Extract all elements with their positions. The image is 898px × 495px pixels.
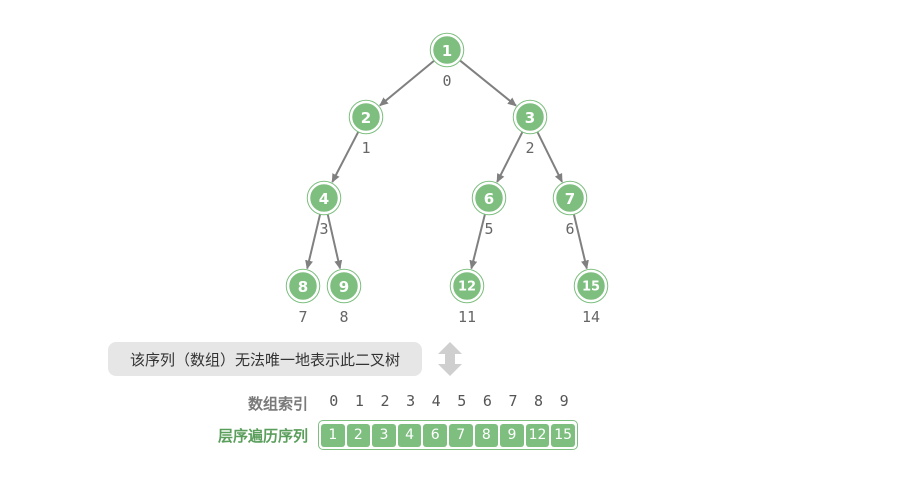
- array-index-cell: 0: [329, 392, 339, 410]
- array-value-cell: 9: [500, 423, 524, 447]
- node-index: 5: [484, 220, 493, 238]
- tree-edge: [572, 214, 589, 270]
- ambiguity-note: 该序列（数组）无法唯一地表示此二叉树: [108, 342, 422, 376]
- tree-node: 21: [348, 99, 384, 157]
- node-circle: [307, 181, 341, 215]
- array-value-cell: 2: [346, 423, 371, 447]
- tree-edge: [469, 214, 486, 270]
- node-outline: [306, 180, 342, 216]
- node-outline: [326, 268, 362, 304]
- tree-edge: [496, 131, 524, 183]
- node-index: 3: [319, 220, 328, 238]
- node-circle: [327, 269, 361, 303]
- tree-edge: [326, 214, 343, 270]
- level-order-sequence-label: 层序遍历序列: [217, 427, 308, 445]
- node-index: 14: [582, 308, 600, 326]
- array-value-cell: 8: [474, 423, 499, 447]
- node-outline: [512, 99, 548, 135]
- array-index-cell: 7: [508, 392, 518, 410]
- node-index: 11: [458, 308, 476, 326]
- node-value: 4: [319, 190, 329, 208]
- array-value-cell: 6: [423, 423, 447, 447]
- array-value-cell: 4: [397, 423, 422, 447]
- double-arrow-icon: [438, 342, 462, 376]
- node-index: 8: [339, 308, 348, 326]
- node-value: 12: [458, 280, 476, 295]
- array-index-cell: 8: [534, 392, 544, 410]
- node-circle: [349, 100, 383, 134]
- array-index-cell: 9: [559, 392, 569, 410]
- tree-edge: [379, 60, 435, 107]
- array-index-cell: 2: [380, 392, 390, 410]
- array-index-cell: 6: [482, 392, 492, 410]
- node-index: 0: [442, 72, 451, 90]
- node-value: 6: [484, 190, 494, 208]
- node-value: 2: [361, 109, 371, 127]
- node-circle: [513, 100, 547, 134]
- array-index-label: 数组索引: [247, 395, 308, 413]
- tree-edge: [536, 131, 563, 183]
- node-value: 3: [525, 109, 535, 127]
- array-index-cell: 3: [406, 392, 416, 410]
- tree-edge: [459, 59, 517, 107]
- tree-node: 12 11: [449, 268, 485, 326]
- node-value: 9: [339, 278, 349, 296]
- array-index-cell: 1: [354, 392, 364, 410]
- ambiguity-note-text: 该序列（数组）无法唯一地表示此二叉树: [129, 350, 400, 369]
- array-value-cell: 12: [525, 423, 550, 447]
- node-circle: [472, 181, 506, 215]
- array-value-cell: 3: [372, 423, 396, 447]
- node-index: 1: [361, 139, 370, 157]
- node-outline: [471, 180, 507, 216]
- node-outline: [573, 268, 609, 304]
- tree-node: 32: [512, 99, 548, 157]
- node-value: 8: [298, 278, 308, 296]
- node-outline: [429, 32, 465, 68]
- tree-node: 65: [471, 180, 507, 238]
- tree-node: 10: [429, 32, 465, 90]
- tree-edge: [331, 131, 360, 183]
- node-circle: [450, 269, 484, 303]
- tree-node: 87: [285, 268, 321, 326]
- node-value: 1: [442, 42, 452, 60]
- node-circle: [286, 269, 320, 303]
- node-outline: [552, 180, 588, 216]
- node-circle: [553, 181, 587, 215]
- node-value: 15: [582, 280, 600, 295]
- node-index: 6: [565, 220, 574, 238]
- array-index-cell: 5: [457, 392, 467, 410]
- tree-node: 43: [306, 180, 342, 238]
- tree-edges: [305, 59, 589, 270]
- tree-node: 76: [552, 180, 588, 238]
- node-index: 7: [298, 308, 307, 326]
- node-outline: [449, 268, 485, 304]
- tree-edge: [305, 214, 322, 270]
- array-index-cell: 4: [431, 392, 441, 410]
- node-circle: [574, 269, 608, 303]
- node-outline: [348, 99, 384, 135]
- node-circle: [430, 33, 464, 67]
- node-index: 2: [525, 139, 534, 157]
- array-value-cell: 1: [321, 423, 345, 447]
- array-value-cell: 7: [448, 423, 473, 447]
- tree-node: 98: [326, 268, 362, 326]
- node-outline: [285, 268, 321, 304]
- array-value-cell: 15: [551, 423, 575, 447]
- node-value: 7: [565, 190, 575, 208]
